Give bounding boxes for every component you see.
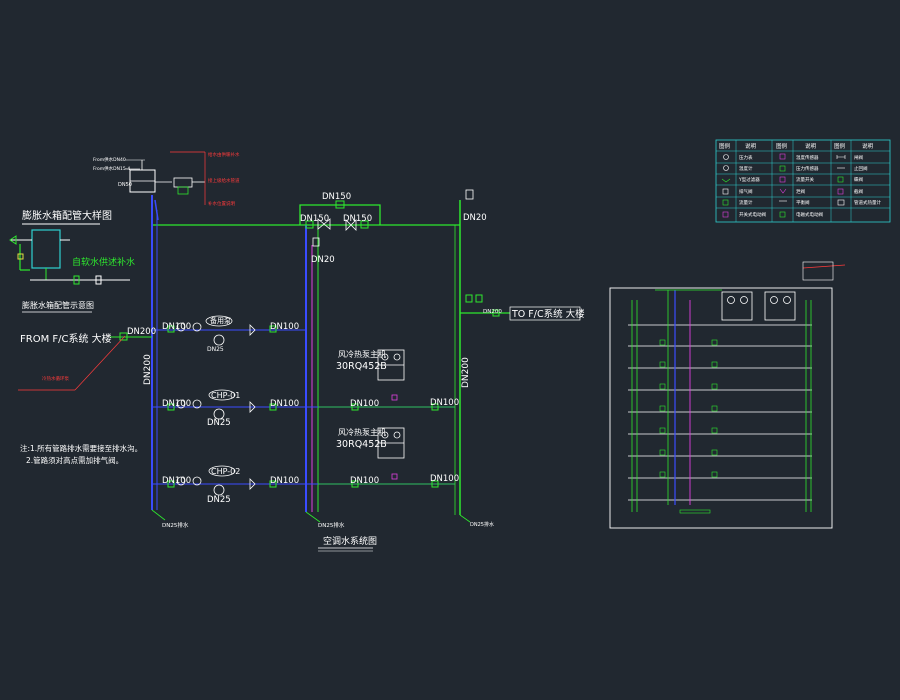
valves-fittings (119, 189, 500, 496)
from-fc-label: FROM F/C系统 大楼 (20, 332, 112, 345)
legend-r1c0: 温度计 (739, 165, 753, 172)
pump-3-tag: CHP-02 (211, 467, 240, 476)
legend-r4c1: 平衡阀 (796, 199, 810, 206)
legend-h5: 说明 (862, 142, 874, 150)
drain-label-3: DN25排水 (470, 521, 494, 528)
dn-main-v1: DN200 (143, 354, 153, 385)
dn-top-right: DN150 (343, 214, 372, 224)
legend-r3c0: 排气阀 (739, 188, 753, 195)
notes: 注:1.所有管路排水需要接至排水沟。 2.管路须对高点需加排气阀。 冷热水循环泵 (18, 335, 142, 465)
pump-2-tag: CHP-01 (211, 391, 240, 400)
legend-r1c1: 压力传感器 (796, 165, 819, 172)
drain-label-2: DN25排水 (318, 521, 345, 529)
heat-pump-1-model: 30RQ452B (336, 361, 387, 372)
dn-vent-top: DN20 (463, 213, 487, 223)
legend-r0c1: 温度传感器 (796, 154, 819, 161)
legend-h0: 图例 (719, 142, 731, 150)
legend-r3c1: 泄阀 (796, 188, 805, 195)
legend-r0c2: 闸阀 (854, 154, 863, 161)
dn-row2-d: DN100 (350, 399, 379, 409)
auto-refill-label: 自软水供述补水 (72, 256, 135, 268)
dn-top-left: DN150 (300, 214, 329, 224)
heat-pump-2-name: 风冷热泵主机 (338, 427, 386, 437)
dn-row2-c: DN25 (207, 418, 231, 428)
legend-r5c1: 电磁式电动阀 (796, 211, 823, 218)
dn-row2-e: DN100 (430, 398, 459, 408)
legend-h1: 说明 (745, 142, 757, 150)
dn-row3-e: DN100 (430, 474, 459, 484)
note-2: 2.管路须对高点需加排气阀。 (26, 455, 123, 465)
dn-main-v2: DN200 (461, 357, 471, 388)
red-note-2: 接上级给水管道 (208, 177, 240, 184)
dn-top-loop: DN150 (322, 192, 351, 202)
legend-h3: 说明 (805, 142, 817, 150)
dn-row3-d: DN100 (350, 476, 379, 486)
legend-r0c0: 压力表 (739, 154, 753, 161)
legend-r4c2: 管道式热量计 (854, 199, 881, 206)
dn-row3-b: DN100 (270, 476, 299, 486)
expansion-caption: 膨胀水箱配管示意图 (22, 300, 94, 310)
note-1: 注:1.所有管路排水需要接至排水沟。 (20, 443, 142, 453)
expansion-tank (31, 229, 61, 269)
dn-row3-a: DN100 (162, 476, 191, 486)
from-supply-note-2: From供水DN15-4 (93, 165, 130, 172)
dn-row1-c: DN25 (207, 346, 224, 353)
legend-table: 图例 说明 图例 说明 图例 说明 压力表 温度传感器 闸阀 温度计 压力传感器… (715, 139, 891, 223)
dn-row2-a: DN100 (162, 399, 191, 409)
heat-pump-2-model: 30RQ452B (336, 439, 387, 450)
dn-row1-a: DN100 (162, 322, 191, 332)
dn-from-in: DN200 (127, 327, 156, 337)
to-fc-label: TO F/C系统 大楼 (511, 308, 585, 320)
red-note-1: 给水由供暖补水 (208, 151, 240, 158)
heat-pump-1-name: 风冷热泵主机 (338, 349, 386, 359)
dn-vent-mid: DN20 (311, 255, 335, 265)
riser-diagram (609, 261, 846, 529)
legend-r4c0: 流量计 (739, 199, 753, 206)
legend-r2c0: Y型过滤器 (738, 176, 760, 183)
pump-1-tag: 备用泵 (210, 316, 231, 325)
legend-r1c2: 止回阀 (854, 165, 868, 172)
legend-r2c1: 流量开关 (796, 176, 814, 183)
pipe-network (110, 195, 510, 523)
from-supply-note-1: From供水DN40 (93, 156, 126, 163)
legend-r3c2: 截阀 (854, 188, 863, 195)
expansion-tank-detail: 膨胀水箱配管大样图 自软水供述补水 膨胀水箱配管示意图 (9, 209, 135, 313)
dn-row1-b: DN100 (270, 322, 299, 332)
red-note-4: 补水位置说明 (208, 200, 235, 207)
dn-to-out: DN200 (483, 309, 502, 315)
red-note-3: 冷热水循环泵 (42, 375, 69, 382)
legend-h2: 图例 (776, 142, 788, 150)
drain-label-1: DN25排水 (162, 521, 189, 529)
legend-r2c2: 蝶阀 (854, 176, 863, 183)
expansion-title: 膨胀水箱配管大样图 (22, 209, 112, 222)
dn-row3-c: DN25 (207, 495, 231, 505)
top-equipment: From供水DN40 From供水DN15-4 DN50 给水由供暖补水 接上级… (93, 151, 240, 221)
tank-dn-label: DN50 (118, 182, 132, 188)
dn-row2-b: DN100 (270, 399, 299, 409)
equipment-labels: 备用泵 CHP-01 CHP-02 风冷热泵主机 30RQ452B 风冷热泵主机… (20, 306, 585, 552)
to-fc-box (509, 306, 581, 321)
system-caption: 空调水系统图 (323, 535, 377, 547)
legend-h4: 图例 (834, 142, 846, 150)
legend-r5c0: 开关式电动阀 (739, 211, 766, 218)
dn-labels: DN150 DN150 DN150 DN20 DN20 DN200 DN200 … (127, 192, 502, 505)
